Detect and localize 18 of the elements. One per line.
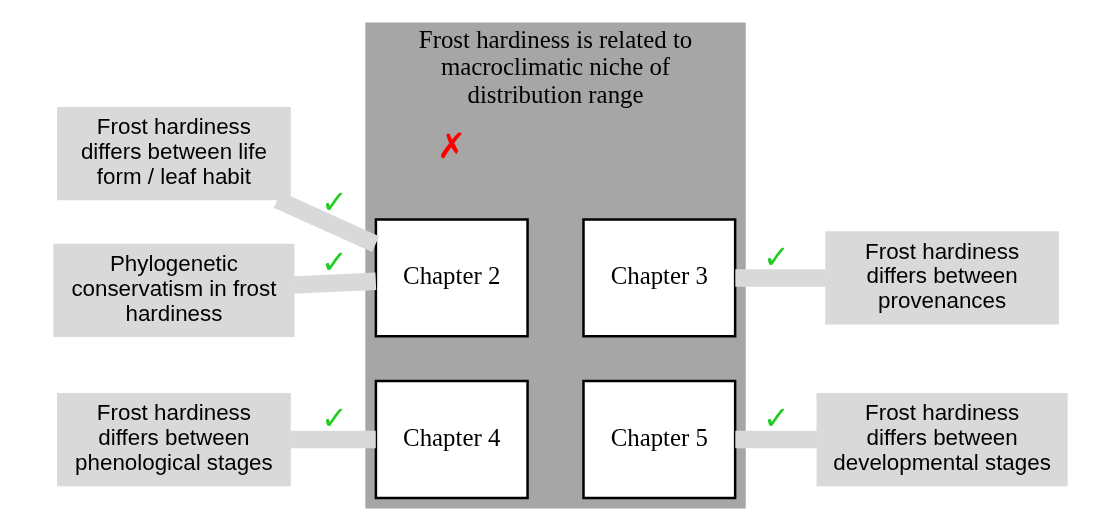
node-box: Frost hardiness differs between life form / leaf habit xyxy=(56,107,291,201)
node-box: Frost hardiness differs between developmental stages xyxy=(816,392,1068,487)
edge-label: ✓ xyxy=(320,184,348,221)
connector xyxy=(734,269,826,287)
node-box: Phylogenetic conservatism in frost hardiness xyxy=(52,243,294,337)
edge-label: ✓ xyxy=(320,243,348,280)
edge-label: ✓ xyxy=(762,400,790,437)
node-box: Frost hardiness differs between phenological stages xyxy=(56,392,291,487)
node-box: Chapter 2 xyxy=(374,218,529,338)
node-box: Frost hardiness differs between provenances xyxy=(824,231,1059,325)
node-box: Chapter 5 xyxy=(581,379,736,500)
edge-label: ✓ xyxy=(320,400,348,437)
connector xyxy=(734,430,817,449)
edge-label: ✓ xyxy=(762,238,790,275)
node-box: Chapter 3 xyxy=(581,218,736,338)
node-label: ✗ xyxy=(436,126,466,166)
node-box: Chapter 4 xyxy=(374,379,529,500)
connector xyxy=(289,430,376,449)
